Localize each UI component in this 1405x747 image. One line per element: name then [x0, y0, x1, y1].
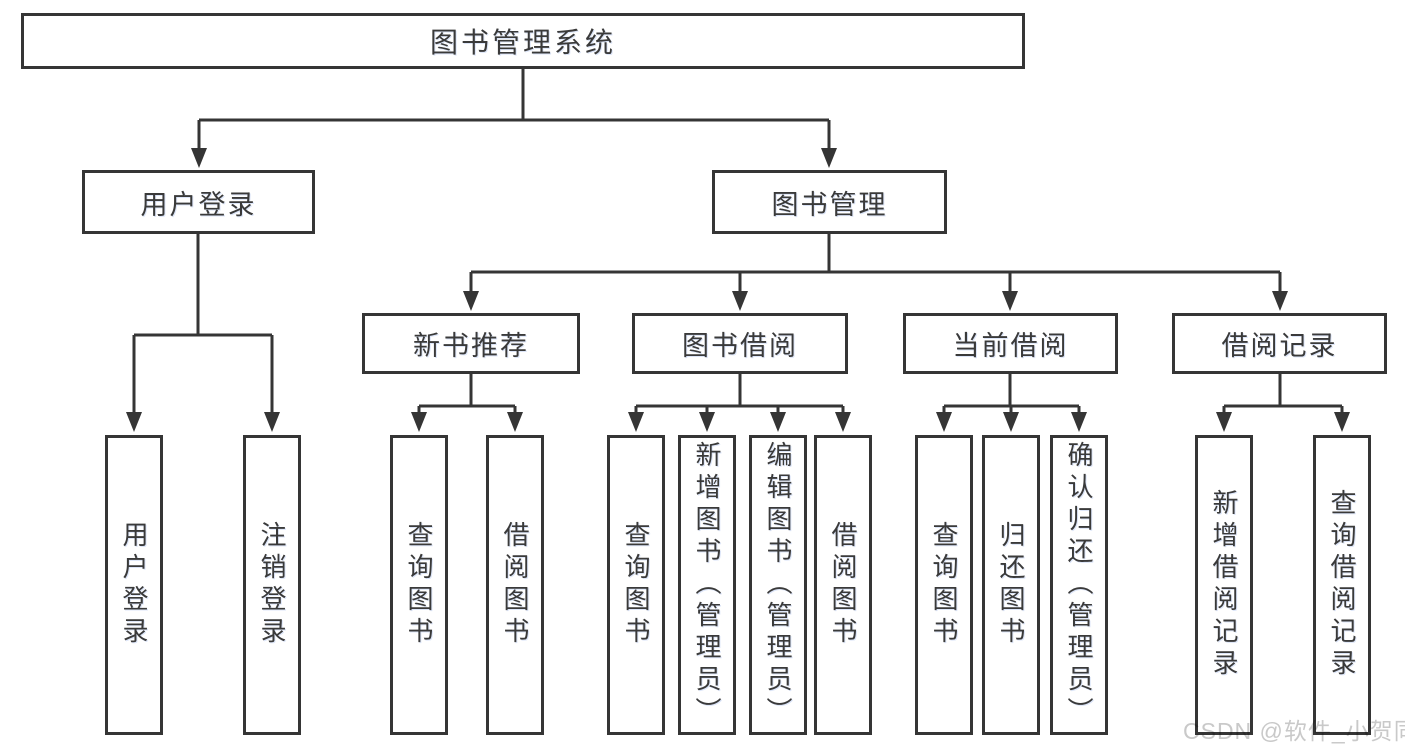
leaf-cb-confirm-return-admin: 确认归还（管理员） [1050, 435, 1108, 735]
leaf-bb-add-book-admin: 新增图书（管理员） [678, 435, 736, 735]
node-library-management-system: 图书管理系统 [21, 13, 1025, 69]
node-label: 图书借阅 [682, 331, 798, 361]
leaf-bb-query-books: 查询图书 [607, 435, 665, 735]
node-new-book-recommendation: 新书推荐 [362, 313, 580, 374]
leaf-nbr-borrow-books: 借阅图书 [486, 435, 544, 735]
leaf-label: 新增图书（管理员） [692, 441, 722, 729]
node-label: 图书管理 [771, 189, 888, 220]
node-current-borrowing: 当前借阅 [903, 313, 1118, 374]
node-borrowing-records: 借阅记录 [1172, 313, 1387, 374]
leaf-nbr-query-books: 查询图书 [390, 435, 448, 735]
leaf-label: 新增借阅记录 [1209, 489, 1239, 681]
leaf-cb-return-books: 归还图书 [982, 435, 1040, 735]
leaf-label: 查询图书 [621, 521, 651, 649]
node-label: 当前借阅 [952, 331, 1069, 361]
leaf-label: 查询借阅记录 [1327, 489, 1357, 681]
leaf-cb-query-books: 查询图书 [915, 435, 973, 735]
leaf-label: 借阅图书 [828, 521, 858, 649]
leaf-logout-login: 注销登录 [243, 435, 301, 735]
csdn-watermark: CSDN @软件_小贺同学 [1183, 718, 1405, 744]
leaf-label: 借阅图书 [500, 521, 530, 649]
leaf-label: 编辑图书（管理员） [763, 441, 793, 729]
node-label: 新书推荐 [413, 331, 529, 361]
leaf-user-login: 用户登录 [105, 435, 163, 735]
leaf-label: 归还图书 [996, 521, 1026, 649]
node-book-borrowing: 图书借阅 [632, 313, 848, 374]
leaf-br-query-borrow-record: 查询借阅记录 [1313, 435, 1371, 735]
leaf-label: 用户登录 [119, 521, 149, 649]
node-label: 借阅记录 [1221, 331, 1338, 361]
leaf-label: 查询图书 [404, 521, 434, 649]
leaf-bb-edit-book-admin: 编辑图书（管理员） [749, 435, 807, 735]
node-label: 用户登录 [140, 189, 257, 220]
node-book-management: 图书管理 [712, 170, 947, 234]
leaf-label: 确认归还（管理员） [1064, 441, 1094, 729]
node-label: 图书管理系统 [429, 27, 616, 58]
leaf-label: 注销登录 [257, 521, 287, 649]
node-user-login: 用户登录 [82, 170, 315, 234]
leaf-br-add-borrow-record: 新增借阅记录 [1195, 435, 1253, 735]
leaf-label: 查询图书 [929, 521, 959, 649]
leaf-bb-borrow-books: 借阅图书 [814, 435, 872, 735]
